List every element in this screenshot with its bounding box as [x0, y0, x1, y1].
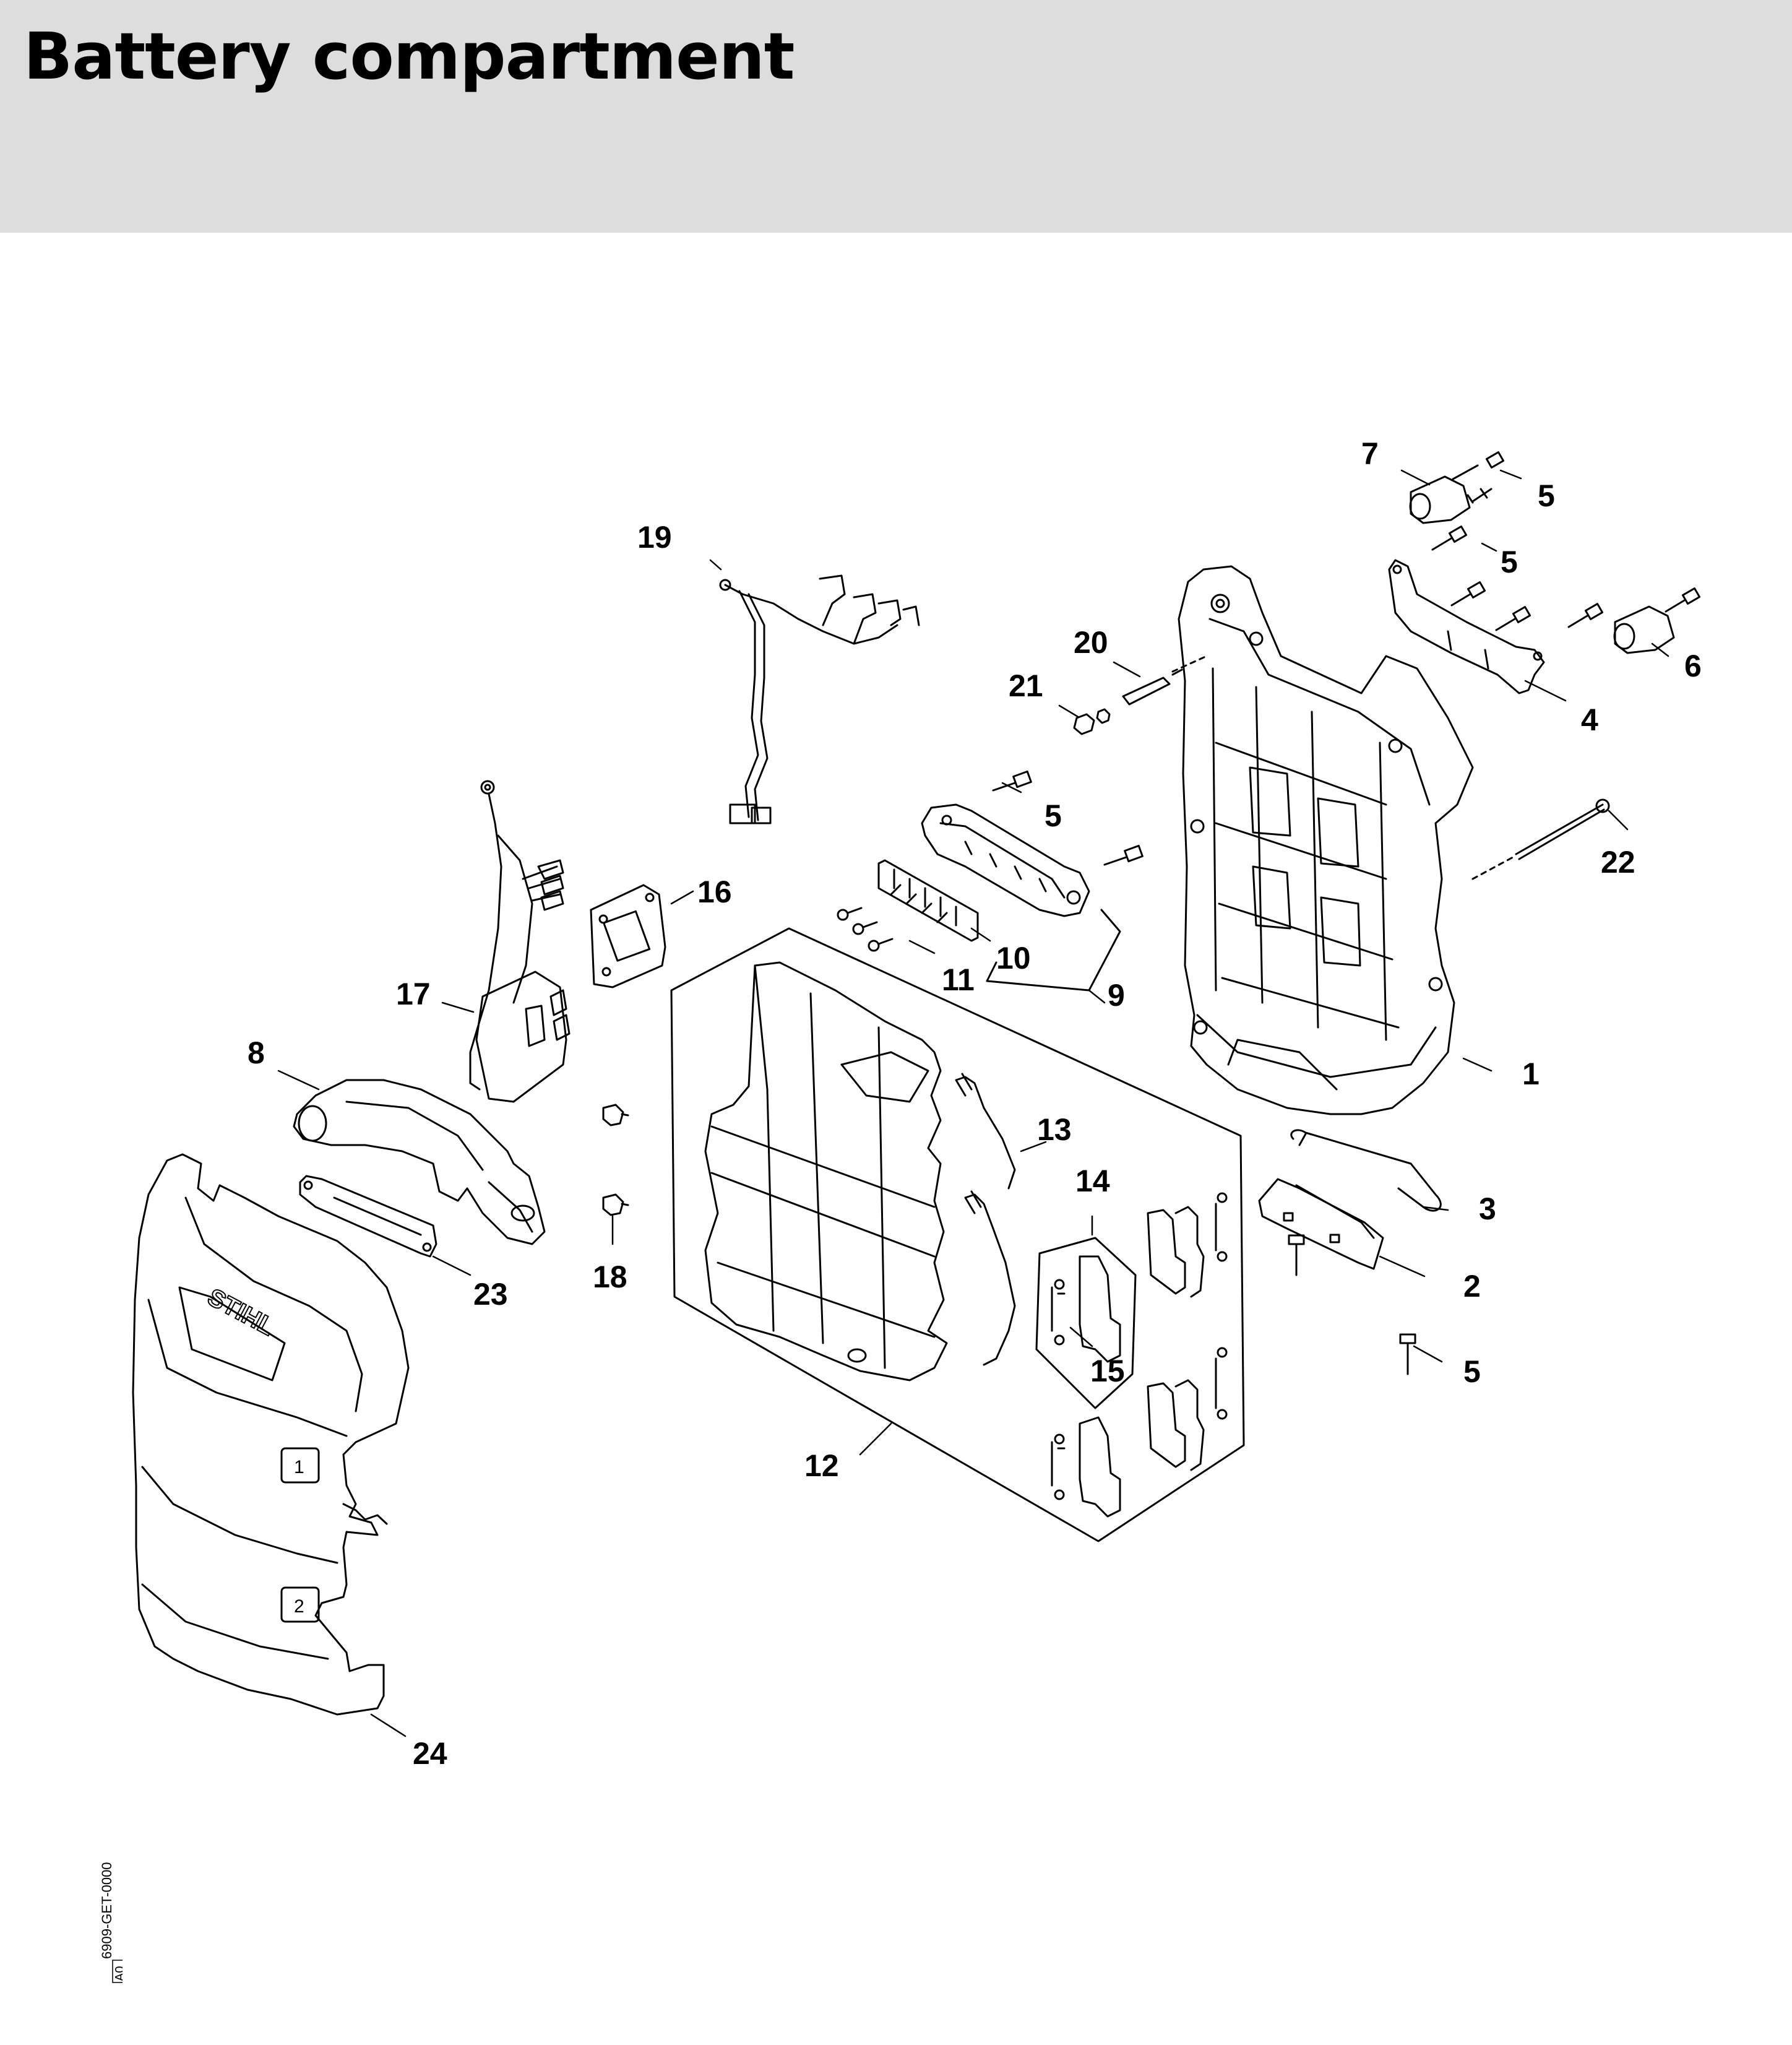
leader-lines: [277, 469, 1669, 1737]
label-part-12: 12: [804, 1448, 839, 1483]
label-part-23: 23: [473, 1277, 508, 1312]
part-7-foot: [1409, 475, 1471, 524]
label-part-22: 22: [1601, 845, 1635, 880]
label-part-4: 4: [1581, 703, 1598, 737]
slot-number-1: 1: [294, 1457, 304, 1477]
label-part-16: 16: [697, 875, 732, 909]
part-8-handle: [293, 1079, 546, 1245]
label-part-18: 18: [593, 1260, 627, 1294]
part-20-bolt: [1122, 655, 1208, 706]
label-part-20: 20: [1074, 625, 1108, 660]
label-part-15: 15: [1090, 1354, 1125, 1388]
contact-assembly-lower-left: [1051, 1416, 1121, 1518]
label-part-5-a: 5: [1538, 478, 1555, 513]
slot-number-2: 2: [294, 1596, 304, 1617]
brand-emboss: STIHL: [203, 1284, 279, 1341]
label-part-14: 14: [1075, 1164, 1110, 1198]
cover-embossing: STIHL 1 2: [202, 1283, 304, 1617]
label-part-21: 21: [1009, 668, 1043, 703]
diagram-reference: 6909-GET-0000 A0: [98, 1860, 127, 1984]
part-2-plate: [1258, 1178, 1384, 1270]
contact-assembly-lower-right: [1147, 1347, 1228, 1471]
label-part-5-b: 5: [1501, 545, 1518, 579]
part-12-group-frame: [670, 927, 1245, 1542]
part-17-switch-block: [469, 780, 571, 1103]
part-1-housing: [1178, 565, 1474, 1115]
label-part-24: 24: [413, 1736, 447, 1771]
reference-version: A0: [113, 1966, 123, 1981]
label-part-5-c: 5: [1045, 798, 1062, 833]
label-part-11: 11: [942, 962, 975, 997]
label-part-1: 1: [1522, 1057, 1540, 1091]
label-part-2: 2: [1463, 1269, 1481, 1304]
label-part-8: 8: [248, 1035, 265, 1070]
header-bar: Battery compartment: [0, 0, 1792, 233]
label-part-6: 6: [1684, 649, 1702, 683]
label-part-13: 13: [1037, 1112, 1072, 1147]
label-part-17: 17: [396, 977, 431, 1011]
part-4-bracket: [1388, 559, 1545, 694]
label-part-10: 10: [996, 941, 1031, 975]
part-18-pins: [602, 1104, 629, 1216]
part-22-long-screw: [1471, 798, 1610, 880]
part-10-contact-strip: [877, 859, 979, 942]
contact-assembly-upper: [1147, 1192, 1228, 1298]
reference-code: 6909-GET-0000: [99, 1862, 114, 1959]
label-part-9: 9: [1108, 978, 1125, 1013]
part-6-foot: [1613, 605, 1675, 654]
label-part-3: 3: [1479, 1191, 1496, 1226]
part-9-holder: [921, 803, 1121, 992]
part-16-board: [590, 884, 666, 988]
screw-set: [837, 451, 1701, 1375]
callout-labels: 7 5 5 6 4 20 21 22 5 10 11 9 1 3 2 5 13 …: [248, 436, 1702, 1771]
page-title: Battery compartment: [24, 19, 795, 94]
label-part-7: 7: [1361, 436, 1379, 471]
label-part-5-d: 5: [1463, 1354, 1481, 1389]
label-part-19: 19: [637, 520, 672, 555]
part-23-strap: [299, 1175, 437, 1258]
part-24-cover: [132, 1153, 410, 1716]
part-3-clip: [1290, 1129, 1442, 1212]
part-13-springs: [955, 1073, 1016, 1366]
part-21-nut: [1073, 708, 1111, 735]
part-14-contact-group: [1035, 1237, 1137, 1409]
part-19-harness: [719, 574, 920, 824]
